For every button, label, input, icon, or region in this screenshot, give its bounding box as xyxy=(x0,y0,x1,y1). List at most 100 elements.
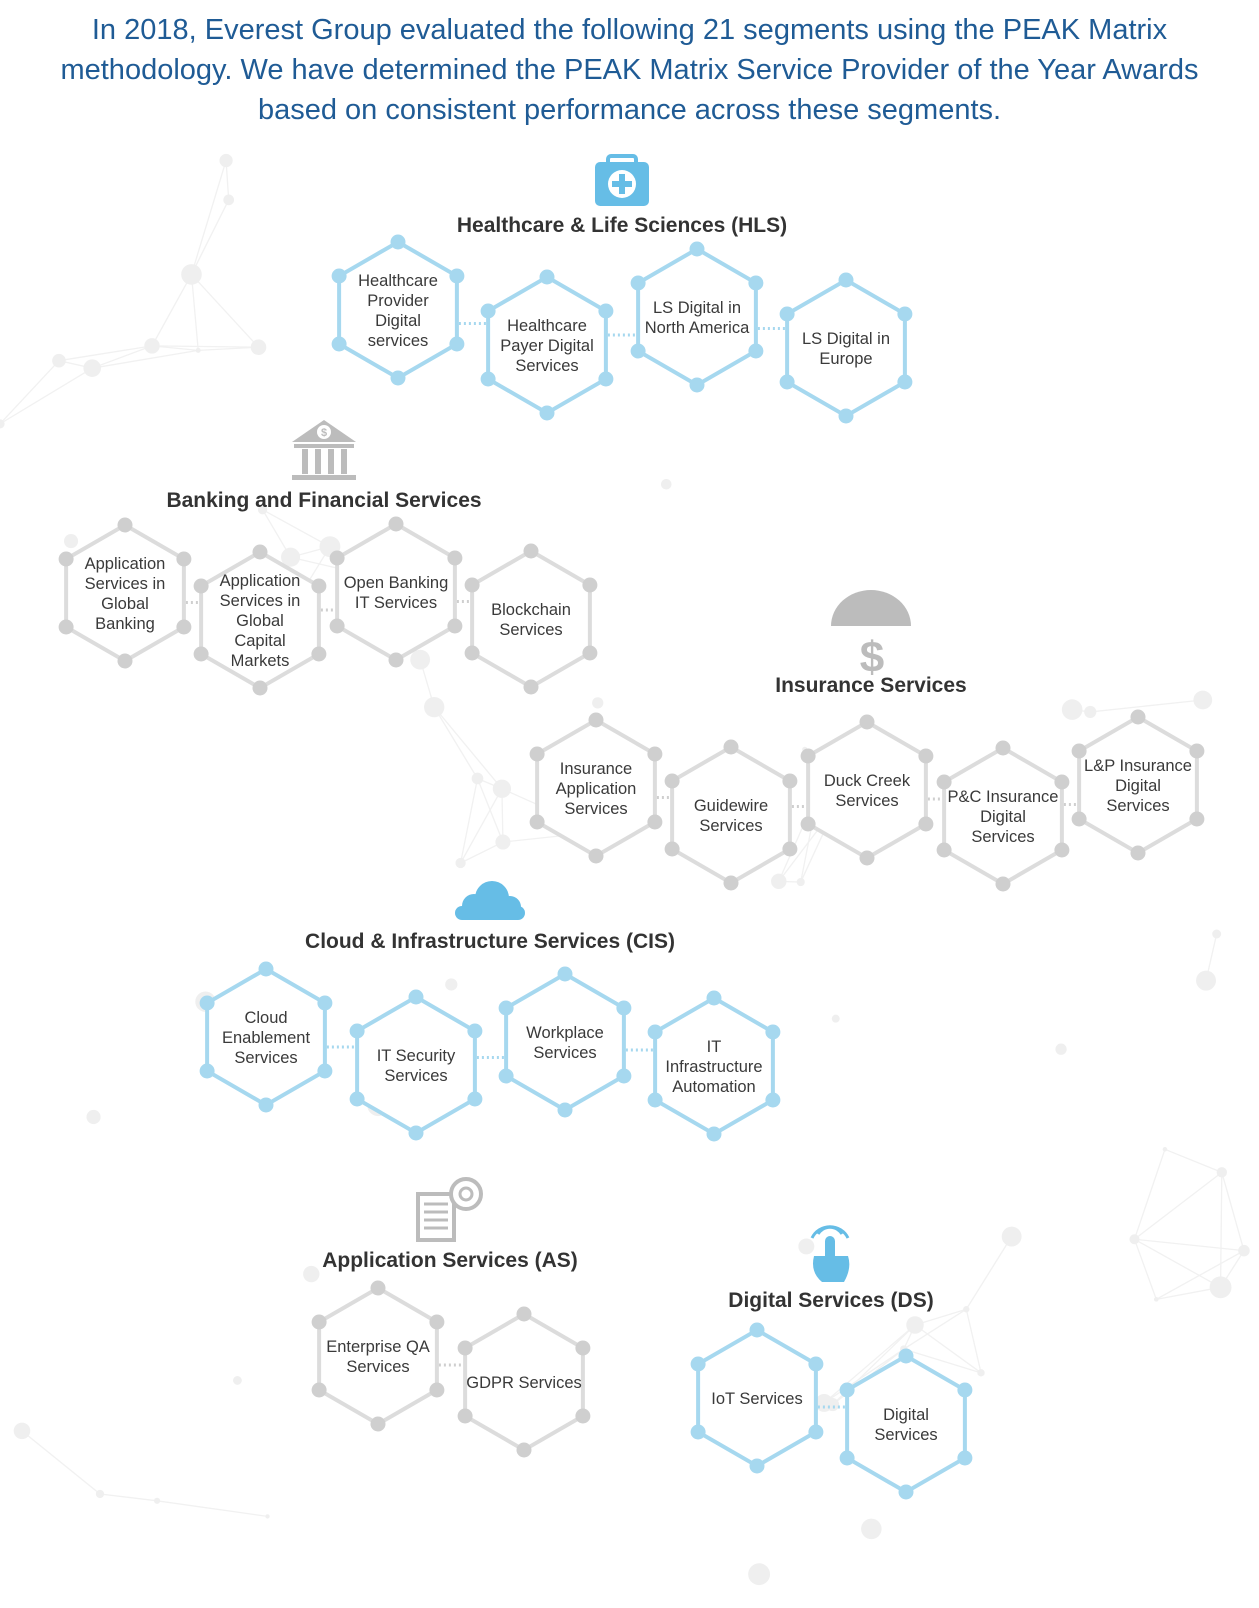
hexagon-node-dot xyxy=(1189,811,1205,827)
intro-text: In 2018, Everest Group evaluated the fol… xyxy=(60,14,1199,126)
hexagon-node-dot xyxy=(317,995,333,1011)
medical-kit-icon xyxy=(595,154,649,206)
hexagon-node-dot xyxy=(199,995,215,1011)
group-title: Healthcare & Life Sciences (HLS) xyxy=(457,214,787,237)
hexagon-node-dot xyxy=(582,577,598,593)
hexagon-node-dot xyxy=(957,1382,973,1398)
hexagon-node-dot xyxy=(457,1408,473,1424)
hexagon-node-dot xyxy=(311,1382,327,1398)
document-gear-icon xyxy=(416,1177,483,1242)
segment-label: GDPR Services xyxy=(466,1374,582,1392)
group-bfs: $Banking and Financial ServicesApplicati… xyxy=(58,420,598,696)
hexagon-node-dot xyxy=(647,746,663,762)
hexagon-node-dot xyxy=(498,1068,514,1084)
segment-hexagon: GDPR Services xyxy=(457,1306,591,1458)
hexagon-node-dot xyxy=(598,303,614,319)
hexagon-node-dot xyxy=(588,848,604,864)
hexagon-node-dot xyxy=(370,1416,386,1432)
hexagon-outline xyxy=(337,239,459,381)
hexagon-node-dot xyxy=(782,773,798,789)
hexagon-node-dot xyxy=(918,748,934,764)
hexagon-node-dot xyxy=(588,712,604,728)
group-cis: Cloud & Infrastructure Services (CIS)Clo… xyxy=(199,881,781,1142)
hexagon-node-dot xyxy=(689,241,705,257)
hexagon-node-dot xyxy=(800,748,816,764)
hexagon-node-dot xyxy=(1071,743,1087,759)
hexagon-node-dot xyxy=(176,619,192,635)
hexagon-node-dot xyxy=(252,680,268,696)
hexagon-node-dot xyxy=(311,578,327,594)
hexagon-node-dot xyxy=(647,1092,663,1108)
hexagon-node-dot xyxy=(898,1484,914,1500)
group-hls: Healthcare & Life Sciences (HLS) Healthca… xyxy=(331,154,913,424)
hexagon-node-dot xyxy=(329,618,345,634)
group-ds: Digital Services (DS)IoT ServicesDigital… xyxy=(690,1225,973,1500)
hexagon-node-dot xyxy=(839,1382,855,1398)
hexagon-node-dot xyxy=(317,1063,333,1079)
hexagon-node-dot xyxy=(936,774,952,790)
hexagon-node-dot xyxy=(1130,709,1146,725)
hexagon-node-dot xyxy=(706,990,722,1006)
segment-label: IoT Services xyxy=(711,1390,802,1408)
hexagon-node-dot xyxy=(117,653,133,669)
hexagon-node-dot xyxy=(523,543,539,559)
hexagon-node-dot xyxy=(176,551,192,567)
hexagon-node-dot xyxy=(630,343,646,359)
hexagon-node-dot xyxy=(957,1450,973,1466)
hexagon-node-dot xyxy=(630,275,646,291)
hexagon-node-dot xyxy=(457,1340,473,1356)
hexagon-node-dot xyxy=(58,619,74,635)
hexagon-node-dot xyxy=(311,646,327,662)
hexagon-node-dot xyxy=(1130,845,1146,861)
hexagon-node-dot xyxy=(329,550,345,566)
hexagon-node-dot xyxy=(765,1092,781,1108)
hexagon-node-dot xyxy=(370,1280,386,1296)
hexagon-node-dot xyxy=(258,1097,274,1113)
hexagon-node-dot xyxy=(58,551,74,567)
hexagon-node-dot xyxy=(388,516,404,532)
hexagon-node-dot xyxy=(516,1442,532,1458)
hexagon-node-dot xyxy=(808,1424,824,1440)
hexagon-outline xyxy=(670,744,792,886)
hexagon-node-dot xyxy=(779,306,795,322)
hexagon-node-dot xyxy=(349,1091,365,1107)
hexagon-outline xyxy=(785,277,907,419)
hexagon-node-dot xyxy=(464,577,480,593)
hexagon-node-dot xyxy=(523,679,539,695)
umbrella-dollar-icon: $ xyxy=(831,590,911,682)
hexagon-node-dot xyxy=(723,875,739,891)
hexagon-node-dot xyxy=(529,814,545,830)
touch-hand-icon xyxy=(810,1225,850,1282)
hexagon-node-dot xyxy=(390,234,406,250)
hexagon-node-dot xyxy=(918,816,934,832)
hexagon-node-dot xyxy=(664,841,680,857)
group-title: Digital Services (DS) xyxy=(728,1289,933,1312)
hexagon-node-dot xyxy=(995,740,1011,756)
hexagon-node-dot xyxy=(575,1340,591,1356)
hexagon-node-dot xyxy=(390,370,406,386)
hexagon-node-dot xyxy=(1071,811,1087,827)
background-network-pattern xyxy=(0,153,1250,1586)
hexagon-node-dot xyxy=(723,739,739,755)
hexagon-node-dot xyxy=(447,550,463,566)
hexagon-outline xyxy=(504,971,626,1113)
hexagon-node-dot xyxy=(936,842,952,858)
